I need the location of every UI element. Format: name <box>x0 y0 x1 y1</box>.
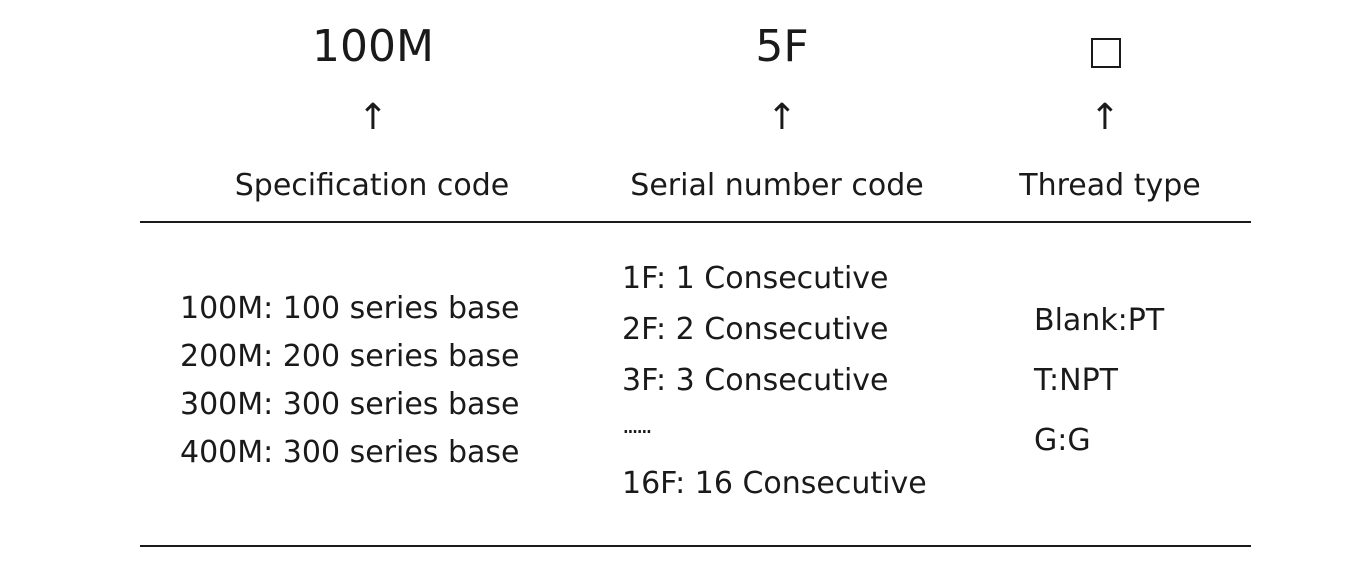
top-divider <box>140 221 1251 223</box>
serial-code-label: Serial number code <box>630 168 924 203</box>
list-item: T:NPT <box>1034 363 1118 398</box>
list-item: 1F: 1 Consecutive <box>622 261 889 296</box>
serial-code-value: 5F <box>755 21 809 72</box>
list-item: 16F: 16 Consecutive <box>622 466 927 501</box>
up-arrow-icon: ↑ <box>766 97 798 138</box>
up-arrow-icon: ↑ <box>357 97 389 138</box>
thread-code-placeholder <box>1066 22 1146 72</box>
list-item: 2F: 2 Consecutive <box>622 312 889 347</box>
thread-type-label: Thread type <box>1019 168 1201 203</box>
ellipsis: ······ <box>622 418 653 446</box>
list-item: 100M: 100 series base <box>180 291 520 326</box>
list-item: 200M: 200 series base <box>180 339 520 374</box>
up-arrow-icon: ↑ <box>1089 97 1121 138</box>
bottom-divider <box>140 545 1251 547</box>
list-item: 300M: 300 series base <box>180 387 520 422</box>
empty-box-icon <box>1091 38 1121 68</box>
spec-options-list: 100M: 100 series base 200M: 200 series b… <box>180 288 519 480</box>
spec-code-label: Specification code <box>234 168 510 203</box>
thread-options-list: Blank:PT T:NPT G:G <box>1034 300 1164 480</box>
list-item: 400M: 300 series base <box>180 435 520 470</box>
list-item: G:G <box>1034 423 1091 458</box>
spec-code-value: 100M <box>312 21 434 72</box>
list-item: Blank:PT <box>1034 303 1165 338</box>
serial-options-list: 1F: 1 Consecutive 2F: 2 Consecutive 3F: … <box>622 258 927 514</box>
list-item: 3F: 3 Consecutive <box>622 363 889 398</box>
